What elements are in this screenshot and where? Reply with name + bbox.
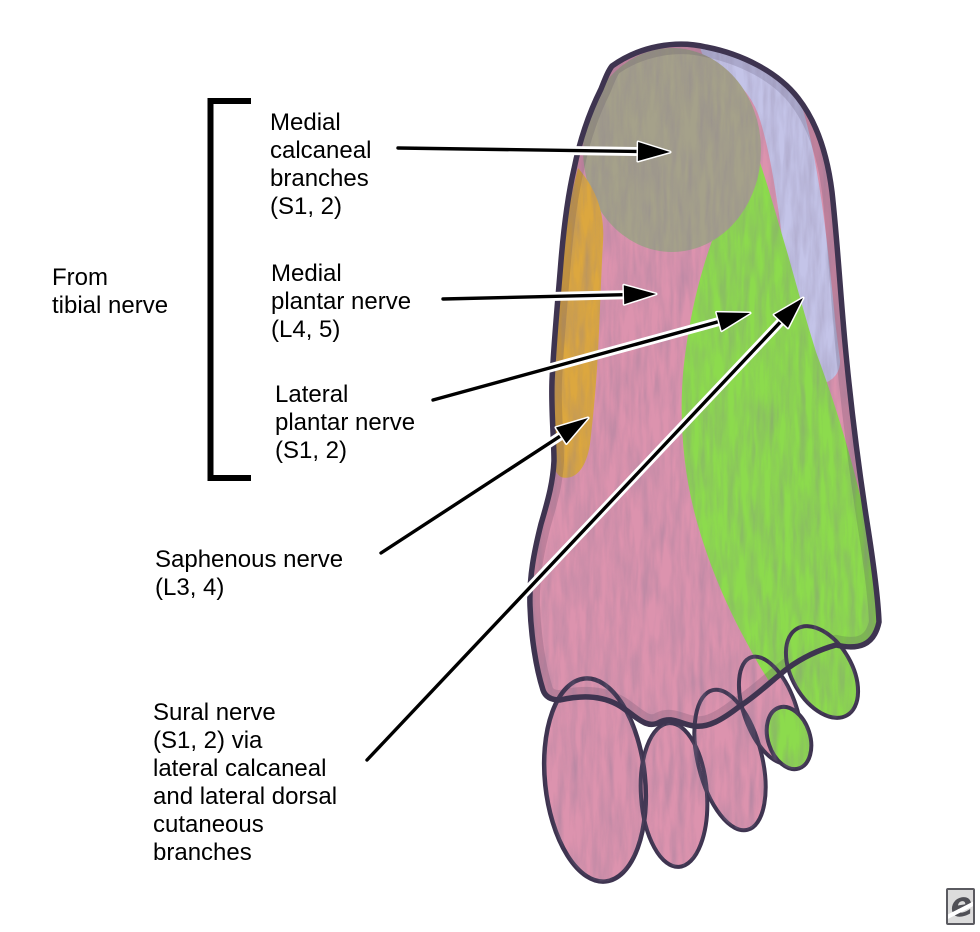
arrow-head [772,296,805,330]
arrow-head [715,310,752,333]
arrow-head [554,416,590,445]
label-from-tibial-nerve: From tibial nerve [52,264,169,319]
arrow-medial-calcaneal [393,140,672,163]
arrow-shaft [396,146,646,154]
label-sural: Sural nerve (S1, 2) via lateral calcanea… [153,699,338,866]
label-saphenous: Saphenous nerve (L3, 4) [155,546,344,601]
arrow-shaft [379,430,568,555]
pencil-texture [529,44,879,887]
arrow-sural [362,296,805,765]
arrow-saphenous [376,416,590,558]
label-medial-calcaneal: Medial calcaneal branches (S1, 2) [270,109,372,220]
emedicine-logo: e [946,888,975,925]
label-lateral-plantar: Lateral plantar nerve (S1, 2) [275,381,416,464]
arrow-head [622,283,658,306]
label-medial-plantar: Medial plantar nerve (L4, 5) [271,260,412,343]
arrow-shaft [365,315,787,762]
arrow-shaft [441,292,632,301]
tibial-nerve-bracket [207,98,251,481]
arrow-shaft [431,318,727,402]
arrow-head [636,140,672,163]
arrow-medial-plantar [438,283,658,306]
arrow-lateral-plantar [428,310,752,405]
